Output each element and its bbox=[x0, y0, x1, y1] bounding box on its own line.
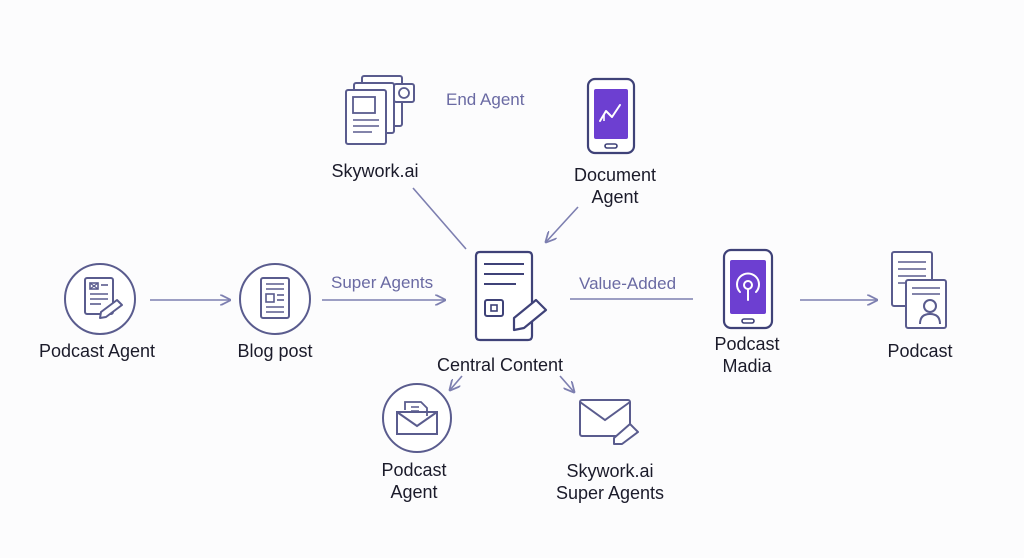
arrow-central-to-podcast-agent bbox=[450, 375, 463, 390]
label-document-agent: Document Agent bbox=[555, 164, 675, 208]
envelope-pencil-icon bbox=[579, 399, 639, 445]
label-podcast-madia: Podcast Madia bbox=[690, 333, 804, 377]
edge-label-value-added: Value-Added bbox=[579, 274, 677, 293]
edge-label-super-agents: Super Agents bbox=[331, 273, 434, 292]
arrow-document-agent-to-central bbox=[546, 206, 579, 242]
label-document-agent-line2: Agent bbox=[591, 187, 639, 207]
label-skywork: Skywork.ai bbox=[331, 161, 419, 181]
connector-skywork-to-central bbox=[412, 187, 467, 250]
label-document-agent-line1: Document bbox=[573, 165, 657, 185]
label-podcast-agent-bottom: Podcast Agent bbox=[356, 459, 472, 503]
label-podcast-agent-bottom-line1: Podcast bbox=[381, 460, 447, 480]
arrow-central-to-skywork-super bbox=[559, 375, 574, 392]
label-skywork-super-line2: Super Agents bbox=[555, 483, 665, 503]
label-blog-post: Blog post bbox=[237, 341, 313, 361]
phone-podcast-icon bbox=[722, 248, 774, 330]
edge-label-end-agent: End Agent bbox=[446, 90, 525, 109]
blog-post-circle-icon bbox=[239, 263, 311, 335]
label-podcast-madia-line1: Podcast bbox=[714, 334, 780, 354]
phone-chart-icon bbox=[586, 77, 636, 155]
documents-user-icon bbox=[891, 251, 947, 329]
label-podcast-madia-line2: Madia bbox=[722, 356, 772, 376]
label-skywork-super-agents: Skywork.ai Super Agents bbox=[540, 460, 680, 504]
label-skywork-super-line1: Skywork.ai bbox=[566, 461, 654, 481]
document-pencil-circle-icon bbox=[64, 263, 136, 335]
label-central-content: Central Content bbox=[436, 355, 564, 375]
central-content-document-icon bbox=[474, 250, 548, 342]
label-podcast-right: Podcast bbox=[887, 341, 953, 361]
label-podcast-agent-bottom-line2: Agent bbox=[390, 482, 438, 502]
label-podcast-agent-left: Podcast Agent bbox=[38, 341, 156, 361]
mail-inbox-circle-icon bbox=[382, 383, 452, 453]
stacked-documents-icon bbox=[345, 75, 415, 145]
